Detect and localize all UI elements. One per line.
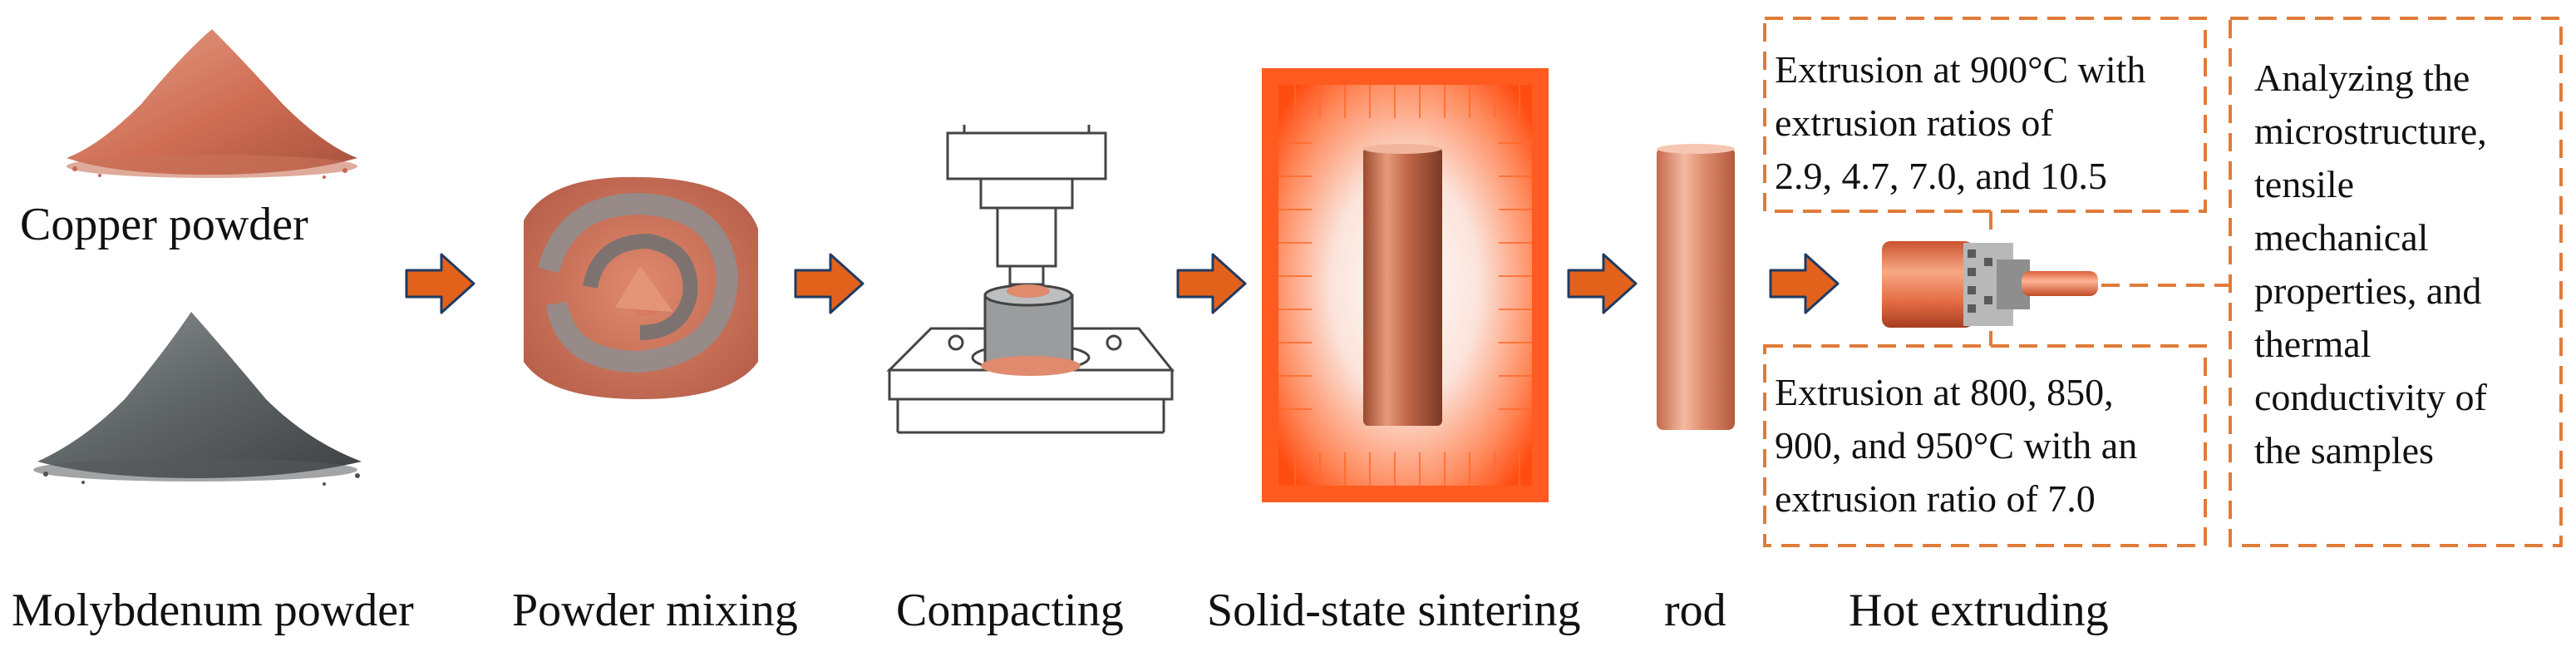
extrusion-900-box: Extrusion at 900°C with extrusion ratios… xyxy=(1775,43,2145,203)
extrusion-900-line: 2.9, 4.7, 7.0, and 10.5 xyxy=(1775,155,2107,197)
compacting-label: Compacting xyxy=(896,585,1124,636)
extrusion-900-line: Extrusion at 900°C with xyxy=(1775,48,2146,91)
analysis-line: mechanical xyxy=(2254,216,2429,259)
molybdenum-powder-label: Molybdenum powder xyxy=(12,585,414,636)
copper-powder-image xyxy=(66,29,357,179)
extrusion-temps-line: Extrusion at 800, 850, xyxy=(1775,371,2114,413)
copper-rod-image xyxy=(1657,144,1735,430)
analysis-line: tensile xyxy=(2254,163,2355,205)
extrusion-temps-box: Extrusion at 800, 850, 900, and 950°C wi… xyxy=(1775,366,2137,526)
analysis-line: microstructure, xyxy=(2254,110,2487,152)
extrusion-temps-line: extrusion ratio of 7.0 xyxy=(1775,477,2096,520)
extrusion-temps-line: 900, and 950°C with an xyxy=(1775,424,2138,467)
powder-mixing-label: Powder mixing xyxy=(512,585,798,636)
analysis-line: thermal xyxy=(2254,323,2372,365)
sintering-label: Solid-state sintering xyxy=(1207,585,1581,636)
arrow-right-icon xyxy=(1176,253,1247,314)
molybdenum-powder-image xyxy=(33,312,362,486)
powder-mixing-image xyxy=(524,176,758,399)
copper-powder-label: Copper powder xyxy=(20,199,308,250)
arrow-right-icon xyxy=(405,253,475,314)
rod-label: rod xyxy=(1664,585,1726,636)
extrusion-900-line: extrusion ratios of xyxy=(1775,101,2053,144)
arrow-right-icon xyxy=(1769,253,1840,314)
analysis-line: conductivity of xyxy=(2254,376,2487,418)
analysis-box: Analyzing the microstructure, tensile me… xyxy=(2254,52,2487,477)
analysis-line: the samples xyxy=(2254,429,2434,472)
arrow-right-icon xyxy=(1567,253,1638,314)
analysis-line: properties, and xyxy=(2254,269,2482,312)
hot-extruding-label: Hot extruding xyxy=(1849,585,2109,636)
sintering-furnace-image xyxy=(1262,68,1549,502)
extruded-part-image xyxy=(1882,241,2098,328)
analysis-line: Analyzing the xyxy=(2254,57,2470,99)
arrow-right-icon xyxy=(794,253,864,314)
compacting-press-image xyxy=(886,125,1175,434)
